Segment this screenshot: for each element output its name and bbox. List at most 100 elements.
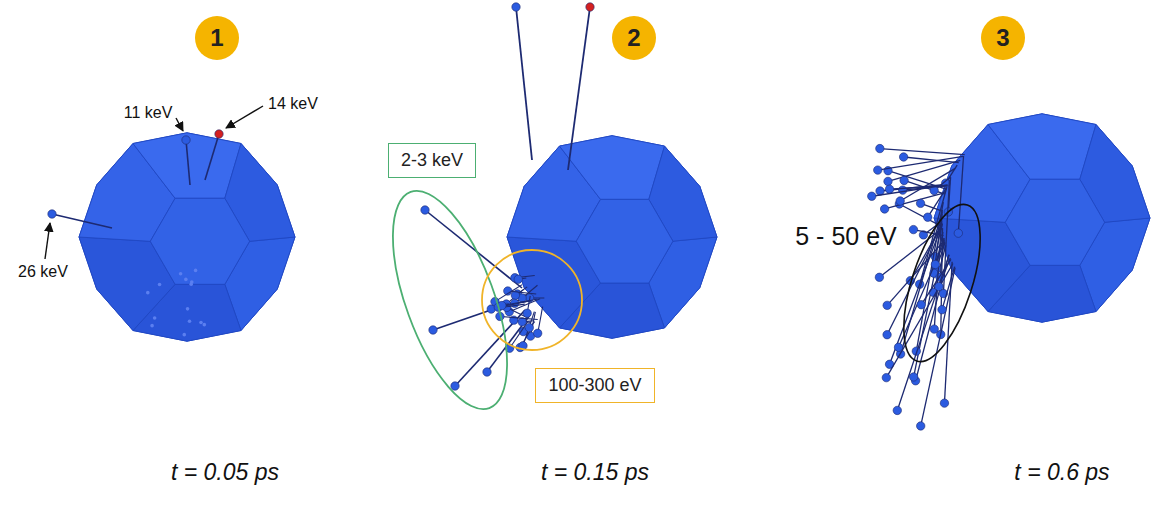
energy-box: 100-300 eV <box>535 368 654 403</box>
sputtered-atom <box>429 326 437 334</box>
sputtered-atom <box>909 373 917 381</box>
particle-face <box>576 199 673 283</box>
sputtered-atom <box>900 176 908 184</box>
sputtered-atom <box>909 225 917 233</box>
surface-atom <box>153 316 157 320</box>
sputtered-atom <box>935 282 943 290</box>
sputtered-atom <box>916 199 924 207</box>
leader-arrow <box>45 223 50 259</box>
step-number: 1 <box>210 24 223 52</box>
atom-trail <box>425 210 522 288</box>
sputtered-atom <box>421 206 429 214</box>
sputtered-atom <box>954 229 962 237</box>
atom-trail <box>944 262 952 403</box>
sputtered-atom <box>874 166 882 174</box>
step-badge: 2 <box>612 16 656 60</box>
nanoparticle <box>507 136 717 339</box>
sputtered-atom <box>586 3 594 11</box>
atom-trail <box>897 255 949 411</box>
sputtered-atom <box>882 373 890 381</box>
group-ellipse <box>369 177 530 423</box>
group-ellipse <box>888 196 996 371</box>
sputtered-atom <box>883 331 891 339</box>
energy-label: 5 - 50 eV <box>795 222 896 251</box>
sputtered-atom <box>512 3 520 11</box>
particle-face <box>1005 179 1104 265</box>
nanoparticle <box>934 114 1150 322</box>
surface-atom <box>146 291 150 295</box>
atom-trail <box>958 156 963 233</box>
time-label: t = 0.6 ps <box>1014 459 1109 485</box>
time-label: t = 0.15 ps <box>541 459 649 485</box>
sputtered-atom <box>899 186 907 194</box>
atom-trail <box>502 299 537 305</box>
atom-trail <box>495 285 522 302</box>
surface-atom <box>194 269 198 273</box>
atom-trail <box>872 185 948 196</box>
sputtered-atom <box>917 422 925 430</box>
surface-atom <box>186 307 190 311</box>
leader-arrow <box>226 106 263 128</box>
surface-atom <box>189 282 193 286</box>
sputtered-atom <box>930 325 938 333</box>
sputtered-atom <box>893 406 901 414</box>
time-label: t = 0.05 ps <box>171 459 279 485</box>
atom-trail <box>205 134 219 180</box>
atom-trail <box>52 214 112 228</box>
sputtered-atom <box>525 323 533 331</box>
step-badge: 3 <box>981 16 1025 60</box>
sputtered-atom <box>533 329 541 337</box>
sputtered-atom <box>940 399 948 407</box>
sputtered-atom <box>931 260 939 268</box>
sputtered-atom <box>880 205 888 213</box>
particle-outline <box>507 136 717 339</box>
energy-label: 2-3 keV <box>401 150 463 171</box>
sputtered-atom <box>896 197 904 205</box>
atom-trail <box>186 140 190 185</box>
nanoparticle <box>79 133 295 341</box>
energy-label: 14 keV <box>268 95 318 113</box>
sputtered-atom <box>884 177 892 185</box>
energy-label: 100-300 eV <box>548 375 641 396</box>
energy-box: 2-3 keV <box>388 143 476 178</box>
surface-atom <box>179 272 183 276</box>
atom-trail <box>880 149 965 155</box>
atom-trail <box>942 267 955 310</box>
energy-label: 26 keV <box>18 263 68 281</box>
particle-face <box>150 198 249 284</box>
particle-outline <box>934 114 1150 322</box>
step-badge: 1 <box>195 16 239 60</box>
step-number: 3 <box>996 24 1009 52</box>
particle-face <box>133 133 241 199</box>
group-circle <box>482 250 582 350</box>
sputtered-atom <box>876 144 884 152</box>
sputtered-atom <box>875 273 883 281</box>
surface-atom <box>203 323 207 327</box>
leader-arrow <box>176 118 183 131</box>
surface-atom <box>150 324 154 328</box>
sputtered-atom <box>514 275 522 283</box>
atom-trail <box>885 193 946 209</box>
atom-trail <box>510 322 528 349</box>
particle-face <box>560 136 665 200</box>
sputtered-atom <box>523 309 531 317</box>
sputtered-atom <box>938 305 946 313</box>
atom-trail <box>568 7 590 170</box>
atom-trail <box>878 156 963 170</box>
surface-atom <box>184 278 188 282</box>
surface-atom <box>182 333 186 337</box>
sputtered-atom <box>885 185 893 193</box>
surface-atom <box>188 319 192 323</box>
sputtered-atom <box>883 301 891 309</box>
sputtered-atom <box>182 136 190 144</box>
sputtered-atom <box>868 192 876 200</box>
step-number: 2 <box>627 24 640 52</box>
atom-trail <box>516 7 532 160</box>
atom-trail <box>500 316 538 319</box>
particle-outline <box>79 133 295 341</box>
sputtered-atom <box>48 210 56 218</box>
sputtered-atom <box>924 213 932 221</box>
sputtered-atom <box>483 368 491 376</box>
